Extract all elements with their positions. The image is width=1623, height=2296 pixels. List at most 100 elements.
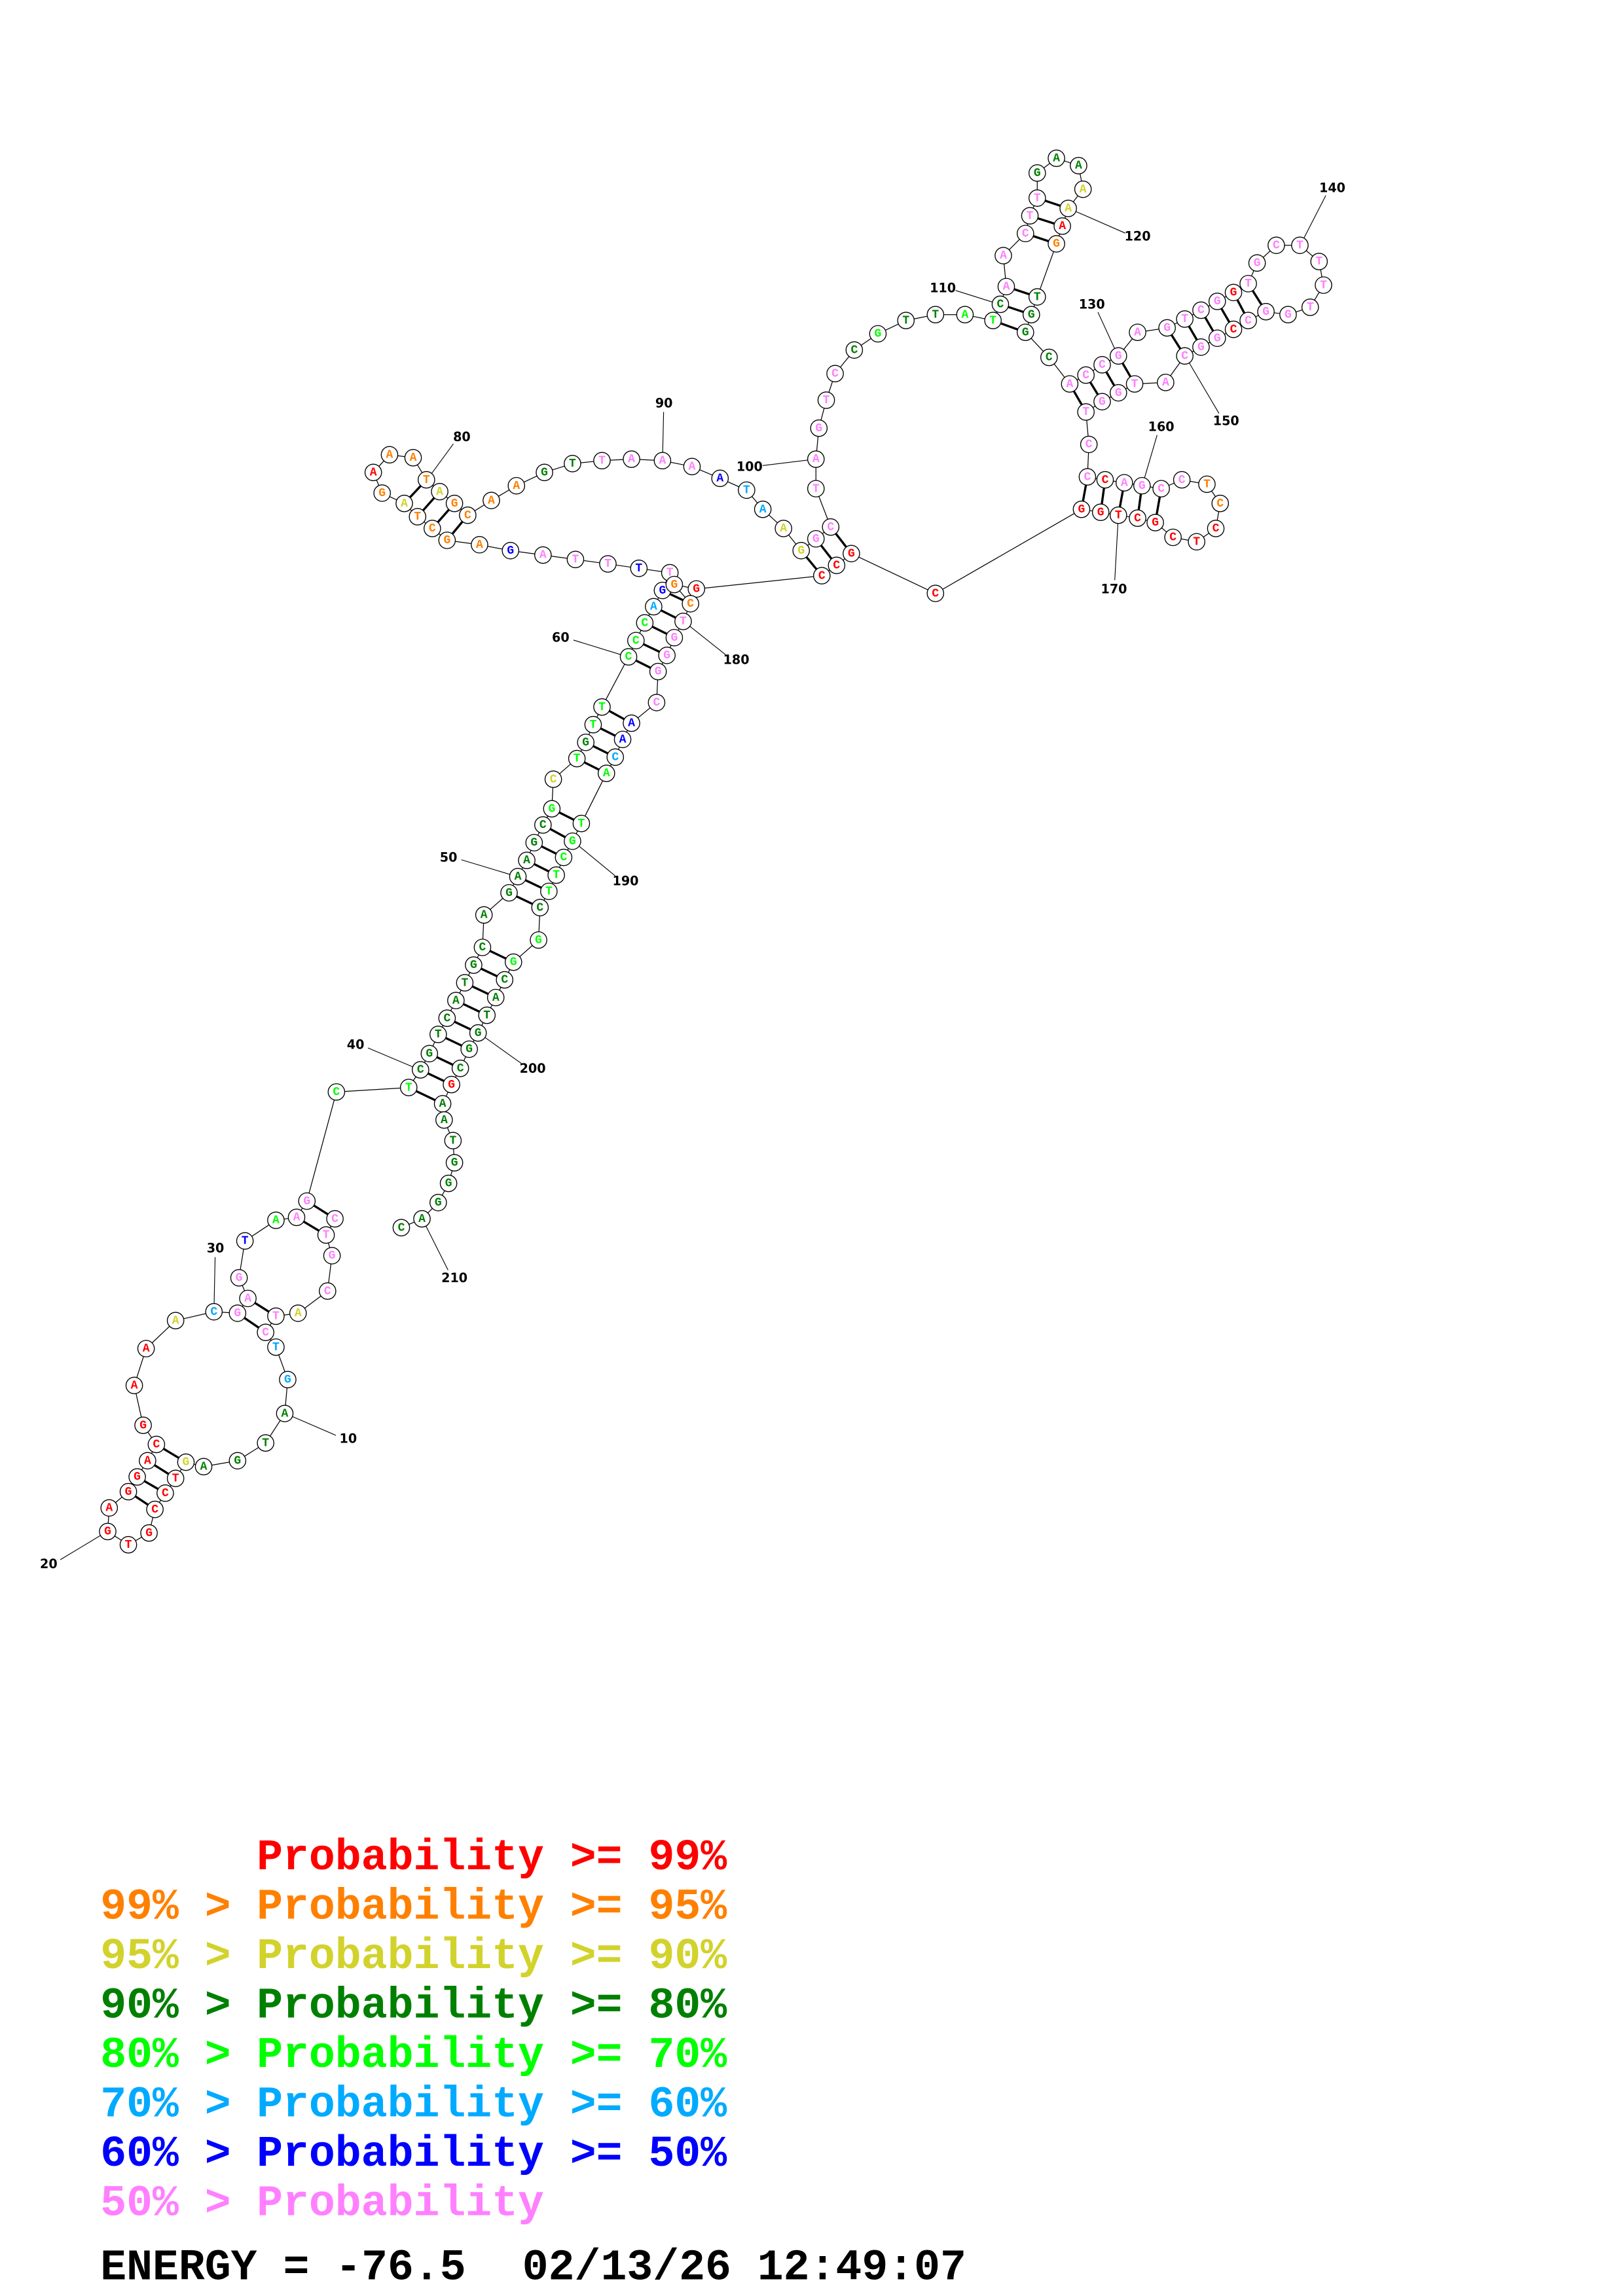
nucleotide-circle <box>137 1340 155 1357</box>
nucleotide: C <box>257 1323 274 1342</box>
nucleotide-letter: T <box>125 1539 132 1552</box>
nucleotide-circle <box>828 556 846 575</box>
nucleotide-circle <box>1021 207 1039 224</box>
nucleotide-letter: G <box>104 1526 111 1539</box>
nucleotide-letter: T <box>598 454 606 467</box>
nucleotide: C <box>1211 494 1230 512</box>
legend-row: Probability >= 99% <box>257 1833 727 1882</box>
nucleotide: G <box>460 1040 478 1058</box>
nucleotide-letter: A <box>689 460 696 473</box>
nucleotide: G <box>504 953 522 971</box>
nucleotide-circle <box>1173 471 1191 489</box>
nucleotide-circle <box>327 1083 346 1101</box>
nucleotide-letter: C <box>151 1503 158 1516</box>
nucleotide-circle <box>1129 509 1146 527</box>
nucleotide: C <box>156 1484 174 1502</box>
energy-footer: ENERGY = -76.5 02/13/26 12:49:07 <box>100 2244 966 2293</box>
nucleotide: G <box>530 931 547 949</box>
nucleotide-circle <box>1048 149 1065 168</box>
nucleotide-circle <box>380 446 399 464</box>
nucleotide-circle <box>1016 224 1034 243</box>
nucleotide-circle <box>420 1045 439 1063</box>
nucleotide-letter: G <box>507 545 514 558</box>
nucleotide-letter: G <box>445 1177 452 1191</box>
position-label-leader <box>1097 312 1116 350</box>
nucleotide-letter: G <box>569 835 576 848</box>
legend-row: 95% >Probability >= 90% <box>100 1932 727 1981</box>
nucleotide-letter: G <box>663 649 670 662</box>
nucleotide-letter: T <box>483 1009 490 1022</box>
legend-row: 80% >Probability >= 70% <box>100 2031 727 2080</box>
nucleotide: T <box>1315 276 1332 294</box>
position-label: 40 <box>347 1037 365 1052</box>
nucleotide-circle <box>1091 503 1110 521</box>
nucleotide: T <box>599 555 617 573</box>
nucleotide-circle <box>140 1524 158 1542</box>
nucleotide-circle <box>119 1535 137 1554</box>
nucleotide: G <box>1109 347 1127 365</box>
nucleotide-letter: T <box>461 977 468 990</box>
nucleotide: C <box>424 520 441 537</box>
nucleotide: T <box>1291 236 1309 255</box>
nucleotide-circle <box>1048 235 1065 253</box>
nucleotide: C <box>473 939 492 956</box>
nucleotide: T <box>1029 288 1046 306</box>
nucleotide: T <box>568 749 586 768</box>
nucleotide-circle <box>530 931 547 949</box>
nucleotide-letter: A <box>244 1293 251 1306</box>
nucleotide-letter: A <box>961 308 968 321</box>
nucleotide-letter: G <box>505 887 513 900</box>
nucleotide-letter: A <box>539 549 547 562</box>
nucleotide-letter: T <box>1203 478 1211 492</box>
nucleotide-circle <box>1093 356 1111 374</box>
nucleotide-circle <box>645 598 663 616</box>
nucleotide-circle <box>177 1453 195 1471</box>
nucleotide: G <box>536 463 553 482</box>
nucleotide: G <box>99 1522 117 1541</box>
nucleotide: G <box>525 834 543 852</box>
nucleotide: C <box>845 341 864 359</box>
nucleotide-circle <box>392 1219 410 1236</box>
nucleotide-letter: C <box>818 569 826 583</box>
nucleotide: G <box>1029 164 1046 182</box>
nucleotide-letter: T <box>1034 192 1041 205</box>
nucleotide: T <box>593 698 611 716</box>
nucleotide-letter: G <box>284 1373 291 1386</box>
nucleotide-letter: A <box>780 522 787 535</box>
nucleotide-circle <box>429 1026 447 1043</box>
nucleotide-letter: A <box>282 1407 289 1420</box>
position-label: 50 <box>440 850 458 865</box>
nucleotide-circle <box>674 613 692 630</box>
nucleotide-letter: C <box>1022 227 1029 240</box>
nucleotide-letter: G <box>236 1272 243 1285</box>
nucleotide-letter: C <box>1178 474 1186 487</box>
nucleotide-letter: A <box>523 854 530 867</box>
nucleotide: T <box>444 1132 462 1150</box>
nucleotide-letter: C <box>162 1487 169 1500</box>
nucleotide-letter: A <box>386 448 393 461</box>
backbone-segment <box>851 553 936 594</box>
nucleotide-letter: G <box>1053 238 1060 251</box>
nucleotide: G <box>438 531 456 549</box>
position-label-leader <box>1075 211 1125 234</box>
nucleotide: G <box>1133 476 1151 495</box>
nucleotide: A <box>395 494 413 512</box>
nucleotide: G <box>577 733 594 751</box>
position-label: 10 <box>340 1431 357 1446</box>
nucleotide-letter: G <box>183 1456 190 1469</box>
nucleotide: G <box>445 1154 464 1172</box>
nucleotide-circle <box>568 749 586 768</box>
nucleotide-circle <box>1029 189 1046 207</box>
nucleotide-letter: A <box>105 1502 113 1515</box>
nucleotide-letter: T <box>1315 255 1322 268</box>
nucleotide-circle <box>1059 200 1077 217</box>
nucleotide-letter: G <box>303 1195 310 1208</box>
nucleotide-circle <box>444 1132 462 1150</box>
position-label: 210 <box>441 1270 467 1285</box>
nucleotide-letter: A <box>143 1342 150 1355</box>
nucleotide-circle <box>1291 236 1309 255</box>
nucleotide-circle <box>267 1307 285 1325</box>
nucleotide: T <box>399 1079 418 1096</box>
nucleotide-circle <box>1016 323 1034 342</box>
nucleotide: T <box>119 1535 137 1554</box>
